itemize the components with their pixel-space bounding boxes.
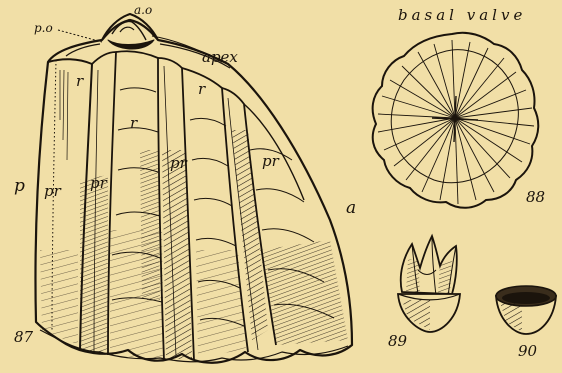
figure-88-basal-valve xyxy=(373,33,539,208)
label-a-o: a.o xyxy=(134,4,152,16)
figure-89-number: 89 xyxy=(388,334,407,349)
figure-88-number: 88 xyxy=(526,190,545,205)
figure-90-number: 90 xyxy=(518,344,537,359)
label-r-1: r xyxy=(76,74,83,89)
figure-87-barnacle xyxy=(36,14,353,363)
label-p: p xyxy=(14,178,25,195)
basal-valve-caption: basal valve xyxy=(398,8,526,23)
label-r-2: r xyxy=(130,116,137,131)
figure-90-cup xyxy=(496,286,556,334)
label-a: a xyxy=(346,200,356,217)
label-pr-2: pr xyxy=(90,176,107,191)
label-r-3: r xyxy=(198,82,205,97)
label-apex: apex xyxy=(202,50,238,65)
label-pr-1: pr xyxy=(44,184,61,199)
label-pr-4: pr xyxy=(262,154,279,169)
figure-87-number: 87 xyxy=(14,330,33,345)
figure-89-small-barnacle xyxy=(398,236,460,332)
label-pr-3: pr xyxy=(170,156,187,171)
label-p-o: p.o xyxy=(34,22,53,34)
